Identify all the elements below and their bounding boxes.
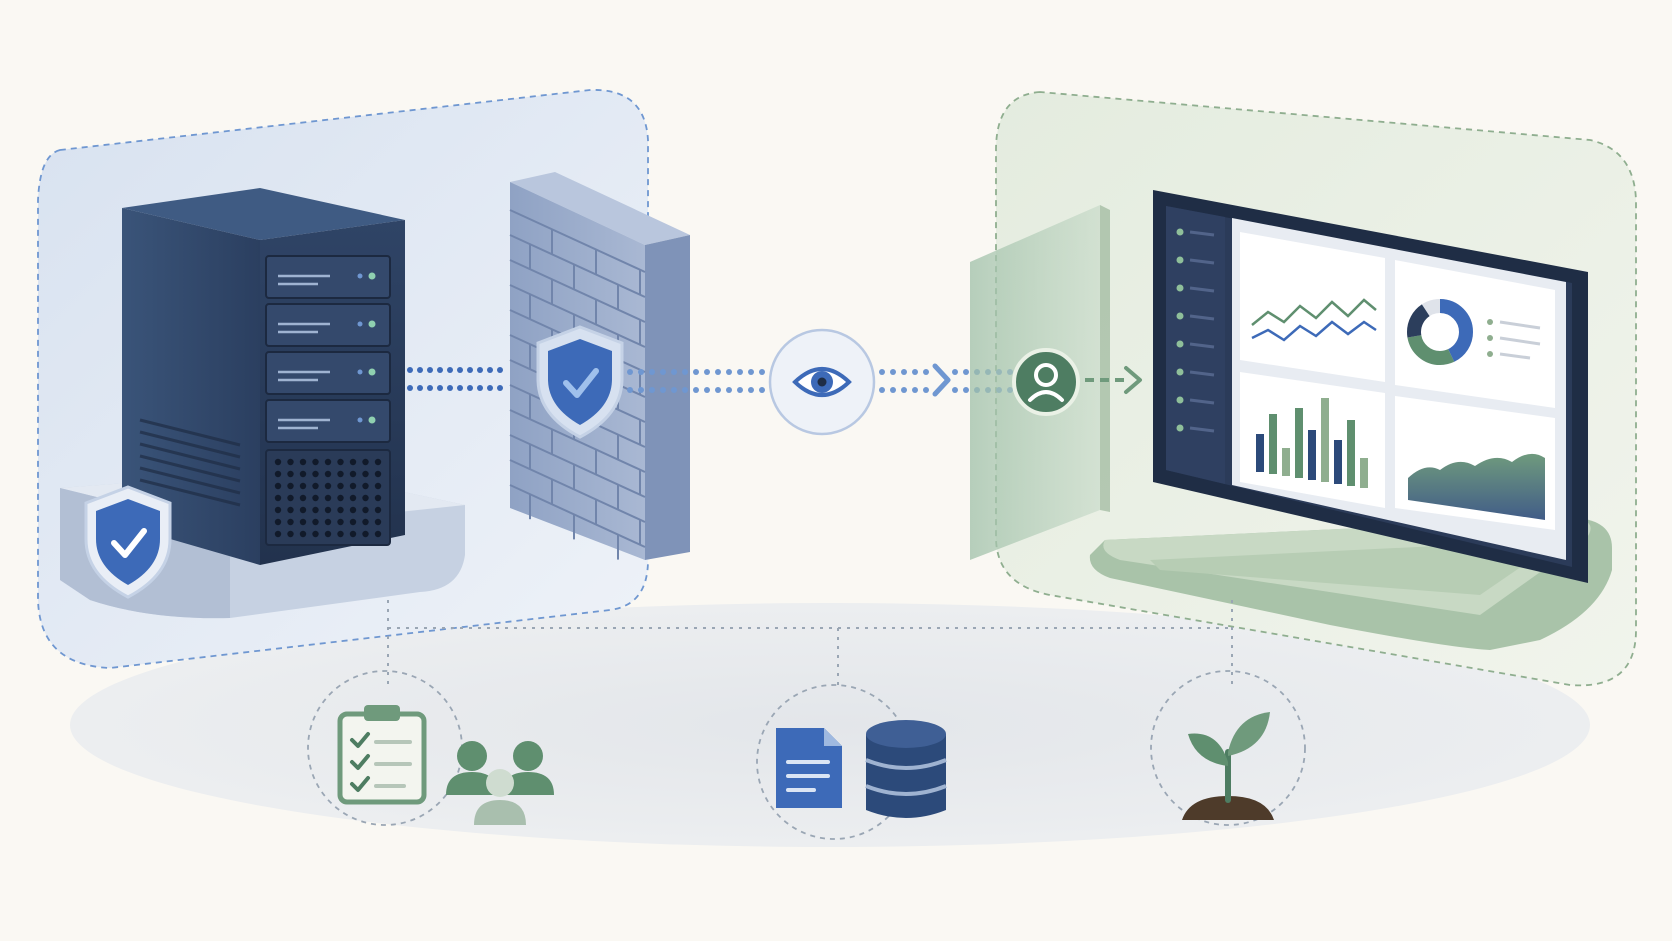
dashboard-area-chart — [1395, 396, 1555, 530]
dashboard-bar-chart — [1240, 372, 1385, 508]
user-group-icon — [446, 741, 554, 825]
flow-server-to-firewall — [407, 367, 503, 391]
monitor-dashboard-icon — [1153, 190, 1588, 583]
user-avatar-icon — [1012, 348, 1080, 416]
server-drive-bays — [265, 255, 391, 443]
firewall-shield-icon — [536, 325, 624, 439]
shield-check-icon — [84, 485, 172, 599]
flow-gateway-to-dashboard — [1085, 366, 1142, 394]
footer-growth-group — [1150, 670, 1306, 826]
footer-governance-group — [307, 670, 554, 826]
eye-icon — [768, 328, 876, 436]
footer-connectors — [387, 600, 1233, 690]
clipboard-checklist-icon — [337, 705, 427, 805]
document-icon — [776, 728, 842, 808]
footer-data-group — [756, 684, 947, 840]
dashboard-line-chart — [1240, 232, 1385, 382]
dashboard-donut-chart — [1395, 260, 1555, 408]
database-icon — [865, 720, 947, 818]
dashboard-sidebar — [1166, 206, 1225, 484]
plant-sprout-icon — [1182, 712, 1274, 820]
server-rack-icon — [122, 188, 405, 565]
